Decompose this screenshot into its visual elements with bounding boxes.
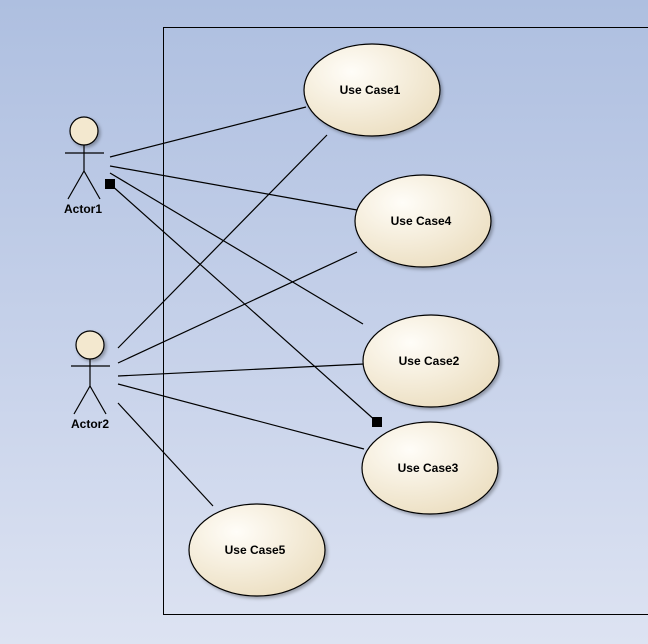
use-case-shape[interactable] [188,503,326,597]
association-actor2-uc2[interactable] [117,363,365,377]
actor-actor1[interactable]: Actor1 [64,116,104,216]
use-case-label: Use Case3 [398,461,459,475]
association-actor1-uc2[interactable] [109,172,364,325]
use-case-shape[interactable] [361,421,499,515]
use-case-label: Use Case5 [225,543,286,557]
use-case-uc2[interactable]: Use Case2 [362,314,500,408]
system-boundary[interactable] [163,27,648,615]
association-actor1-uc3[interactable] [109,183,378,423]
actor-figure-icon [65,116,104,200]
association-actor1-uc4[interactable] [109,165,358,211]
use-case-label: Use Case1 [340,83,401,97]
use-case-uc4[interactable]: Use Case4 [354,174,492,268]
actor-figure-icon [71,330,110,415]
use-case-shape[interactable] [303,43,441,137]
use-case-label: Use Case4 [391,214,452,228]
associations [109,106,378,507]
association-actor2-uc1[interactable] [117,134,328,349]
association-actor1-uc1[interactable] [109,106,307,158]
actor-label: Actor2 [71,417,109,431]
use-case-uc5[interactable]: Use Case5 [188,503,326,597]
use-case-shape[interactable] [362,314,500,408]
association-end-marker[interactable] [105,179,115,189]
association-actor2-uc3[interactable] [117,383,365,450]
use-case-shape[interactable] [354,174,492,268]
use-case-uc1[interactable]: Use Case1 [303,43,441,137]
association-actor2-uc4[interactable] [117,251,358,364]
actor-label: Actor1 [64,202,102,216]
association-end-marker[interactable] [372,417,382,427]
actor-actor2[interactable]: Actor2 [71,330,110,431]
association-actor2-uc5[interactable] [117,402,214,507]
use-case-uc3[interactable]: Use Case3 [361,421,499,515]
use-case-label: Use Case2 [399,354,460,368]
